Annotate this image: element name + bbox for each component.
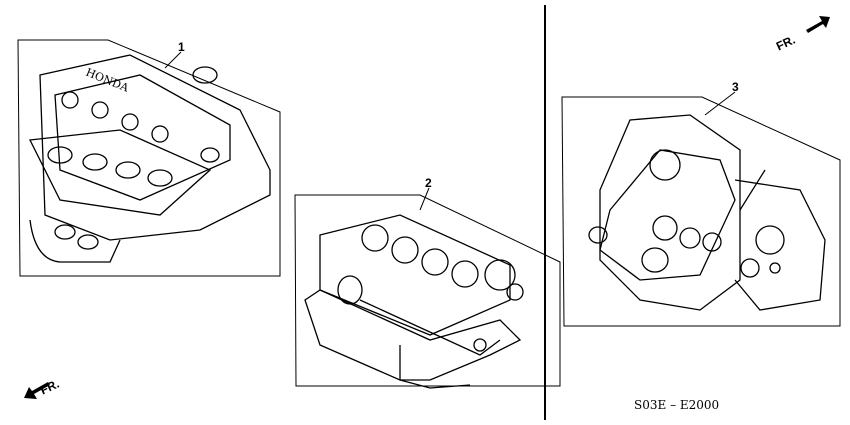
cylinder-head-gasket-kit: HONDA [29,54,271,263]
fr-arrow-bottom [24,382,50,399]
leader-line-2 [419,187,430,211]
callout-3: 3 [732,80,739,94]
leader-line-1 [164,51,182,69]
engine-block-gasket-kit [304,214,524,389]
diagram-code: S03E – E2000 [634,398,720,412]
group-box-2 [294,194,561,387]
honda-logo: HONDA [84,66,132,95]
group-box-3 [561,96,841,327]
fr-arrow-top [806,16,830,33]
callout-1: 1 [178,40,185,54]
leader-line-3 [704,91,736,116]
callout-2: 2 [425,176,432,190]
group-box-1 [17,39,281,277]
transmission-gasket-kit [588,114,826,311]
